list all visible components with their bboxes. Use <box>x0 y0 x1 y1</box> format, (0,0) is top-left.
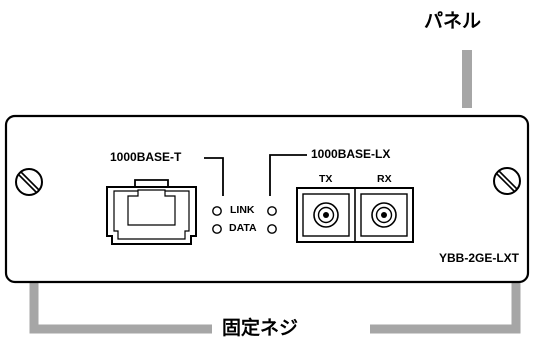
led-link-right <box>267 206 277 216</box>
panel-callout-label: パネル <box>424 10 482 32</box>
fiber-port-label: 1000BASE-LX <box>311 147 391 161</box>
rx-label: RX <box>377 173 392 185</box>
led-link-left <box>212 206 222 216</box>
copper-port-leader <box>204 157 224 196</box>
screw-callout-label: 固定ネジ <box>222 317 299 339</box>
led-data-label: DATA <box>229 222 257 234</box>
tx-label: TX <box>319 173 333 185</box>
rj45-port <box>106 179 197 245</box>
led-data-right <box>267 224 277 234</box>
fiber-port-leader <box>269 154 307 196</box>
fiber-connector <box>296 187 414 243</box>
left-screw <box>15 168 43 196</box>
panel-leader-line <box>462 50 472 108</box>
right-screw <box>493 167 521 195</box>
led-data-left <box>212 224 222 234</box>
led-link-label: LINK <box>230 204 255 216</box>
model-label: YBB-2GE-LXT <box>439 251 520 265</box>
copper-port-label: 1000BASE-T <box>110 150 182 164</box>
